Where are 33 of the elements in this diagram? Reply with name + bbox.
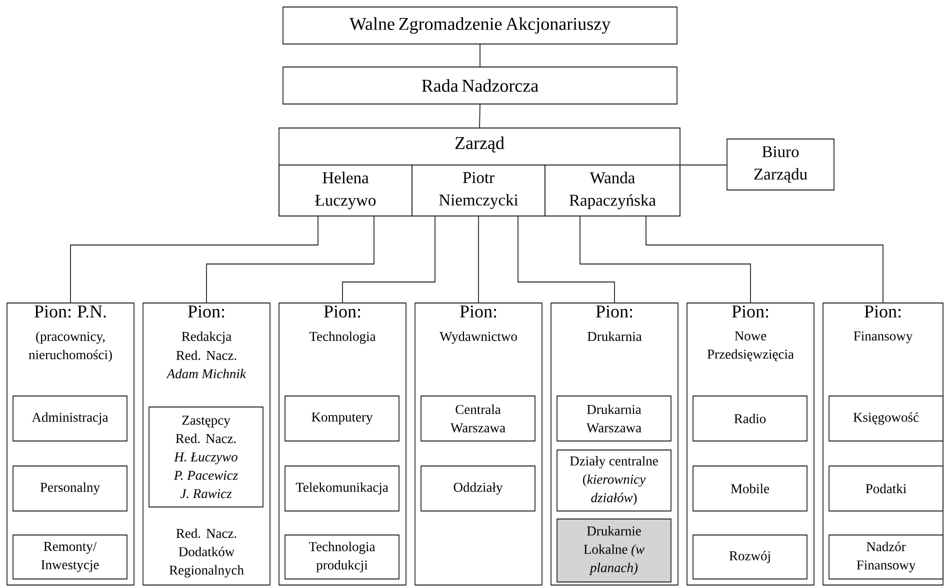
unit-box: Drukarnia Warszawa	[556, 396, 672, 442]
connector-line	[580, 216, 751, 303]
person-box: Helena Łuczywo	[278, 164, 412, 216]
connector-line	[646, 216, 884, 303]
org-box: Walne Zgromadzenie Akcjonariuszy	[282, 6, 678, 44]
connector-line	[70, 216, 318, 303]
connector-line	[518, 216, 615, 303]
connector-line	[206, 216, 374, 303]
unit-box: Księgowość	[828, 396, 944, 442]
unit-box: Podatki	[828, 466, 944, 512]
connector-line	[342, 216, 436, 303]
connector-line	[478, 216, 479, 303]
unit-box: Personalny	[12, 466, 128, 512]
org-box: Rada Nadzorcza	[282, 66, 678, 104]
unit-box: Działy centralne (kierownicy działów)	[556, 450, 672, 512]
unit-box: Drukarnie Lokalne (w planach)	[556, 518, 672, 582]
person-box: Wanda Rapaczyńska	[544, 164, 680, 216]
office-box: Biuro Zarządu	[726, 138, 834, 190]
unit-box: Radio	[692, 396, 808, 442]
unit-box: Remonty/ Inwestycje	[12, 534, 128, 580]
unit-box: Mobile	[692, 466, 808, 512]
unit-box: Komputery	[284, 396, 400, 442]
unit-box: Centrala Warszawa	[420, 396, 536, 442]
unit-box: Oddziały	[420, 466, 536, 512]
unit-box: Nadzór Finansowy	[828, 534, 944, 580]
unit-box: Rozwój	[692, 534, 808, 580]
person-box: Piotr Niemczycki	[412, 164, 546, 216]
unit-box: Telekomunikacja	[284, 466, 400, 512]
deputies-box: Zastępcy Red. Nacz. H. Łuczywo P. Pacewicz J. Rawicz	[148, 406, 264, 508]
unit-box: Technologia produkcji	[284, 534, 400, 580]
connector-line	[680, 164, 727, 166]
unit-box: Administracja	[12, 396, 128, 442]
connector-line	[479, 104, 480, 128]
